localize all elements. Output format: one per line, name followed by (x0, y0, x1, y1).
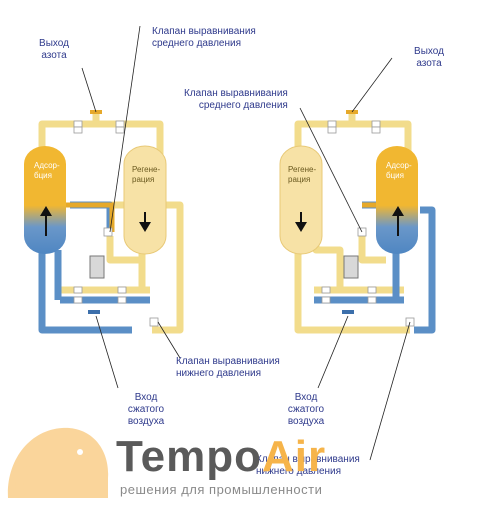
left-regeneration-label: Регене- рация (132, 165, 162, 184)
right-inlet-leader (317, 315, 349, 389)
right-outlet-leader (351, 57, 393, 113)
right-box-link (358, 232, 386, 264)
left-outlet-label: Выход азота (39, 38, 69, 61)
right-outlet-label: Выход азота (414, 46, 444, 69)
left-valve (115, 120, 125, 128)
right-adsorption-label: Адсор- бция (386, 161, 414, 180)
left-control-box (89, 255, 105, 279)
left-inlet-label: Вход сжатого воздуха (127, 392, 165, 427)
left-valve (115, 126, 125, 134)
left-diagram: Адсор- бция Регене- рация (24, 25, 184, 389)
right-valve (367, 296, 377, 304)
left-mid-valve (103, 227, 113, 237)
right-regeneration-tower (279, 145, 323, 255)
brand-name-part1: Tempo (116, 432, 262, 481)
left-outlet-leader (81, 67, 97, 113)
right-valve (321, 286, 331, 294)
left-valve-mid-label: Клапан выравнивания среднего давления (152, 26, 256, 49)
right-right-loop (414, 206, 436, 334)
left-mid-leader (109, 25, 141, 233)
right-control-box (343, 255, 359, 279)
left-inlet-leader (95, 315, 119, 389)
left-valve (117, 296, 127, 304)
left-valve (73, 286, 83, 294)
right-low-leader (369, 321, 411, 461)
right-valve (371, 120, 381, 128)
brand-tagline: решения для промышленности (120, 482, 323, 497)
brand-logo-elephant (7, 427, 109, 498)
right-inlet-label: Вход сжатого воздуха (287, 392, 325, 427)
left-box-link (106, 236, 140, 264)
right-valve-mid-label: Клапан выравнивания среднего давления (184, 88, 288, 111)
right-adsorption-tower (376, 146, 418, 254)
right-regeneration-arrow-down (295, 212, 307, 232)
right-valve (367, 286, 377, 294)
left-adsorption-label: Адсор- бция (34, 161, 62, 180)
left-valve (117, 286, 127, 294)
left-valve (73, 120, 83, 128)
brand-name-part2: Air (261, 432, 327, 481)
right-valve (321, 296, 331, 304)
left-adsorption-tower (24, 146, 66, 254)
left-orange-pipe (60, 202, 115, 232)
left-regeneration-arrow-down (139, 212, 151, 232)
right-valve (371, 126, 381, 134)
left-adsorption-arrow-up (40, 206, 52, 236)
right-diagram: Регене- рация Адсор- бция (279, 57, 436, 461)
left-valve (73, 296, 83, 304)
left-valve (73, 126, 83, 134)
right-valve (327, 126, 337, 134)
right-valve (327, 120, 337, 128)
right-regeneration-label: Регене- рация (288, 165, 318, 184)
right-valve-low-label: Клапан выравнивания нижнего давления (256, 454, 360, 477)
left-low-leader (157, 321, 181, 359)
left-low-valve (149, 317, 159, 327)
left-bottom-loop (38, 250, 132, 334)
left-regeneration-tower (123, 145, 167, 255)
left-valve-low-label: Клапан выравнивания нижнего давления (176, 356, 280, 379)
right-left-loop (294, 250, 410, 334)
right-adsorption-arrow-up (392, 206, 404, 236)
brand-name: TempoAir (116, 432, 326, 482)
right-mid-leader (299, 107, 363, 233)
left-top-manifold (38, 120, 164, 166)
